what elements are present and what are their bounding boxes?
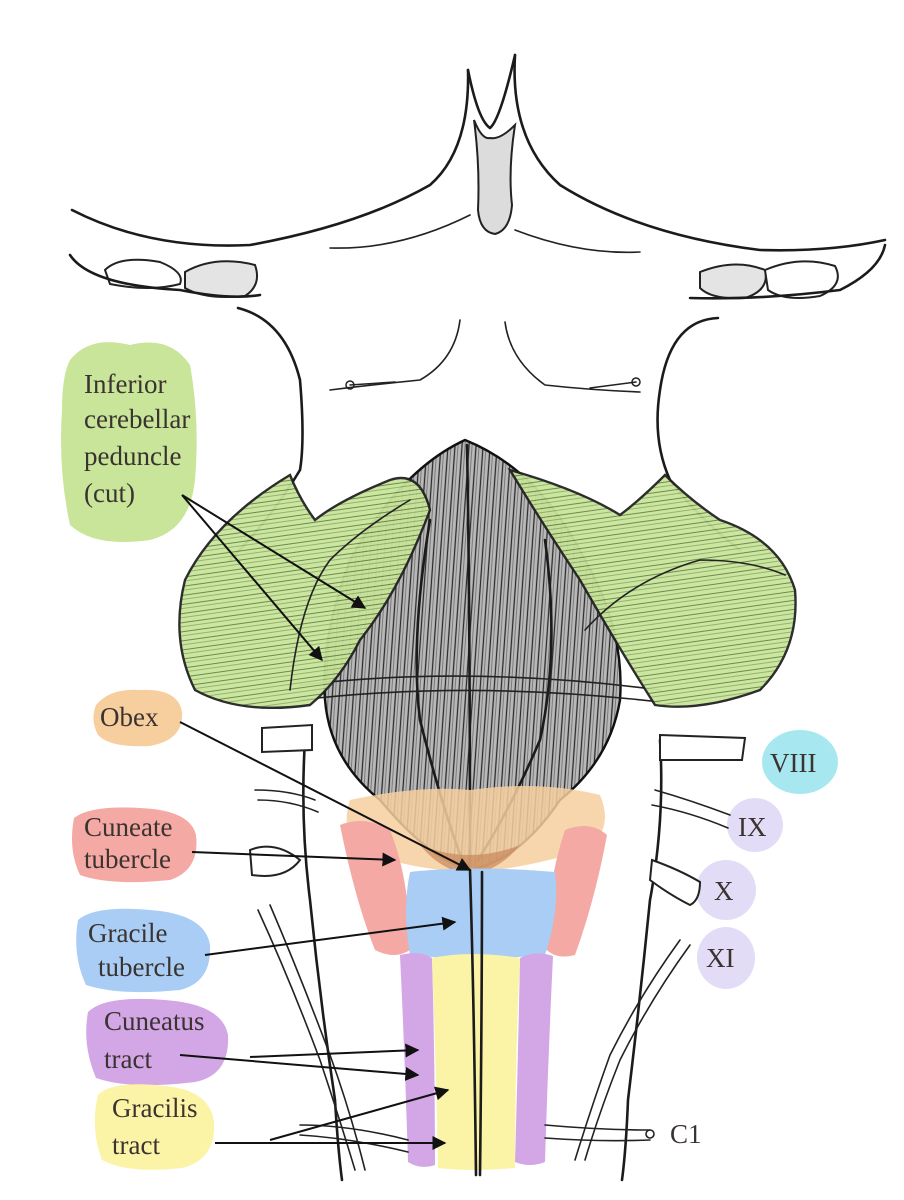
- gracilis-tract: [432, 954, 520, 1170]
- highlight-blobs: [61, 342, 838, 1170]
- trochlear-nerve-right: [631, 377, 641, 387]
- obex-label-orange-blob: [93, 689, 183, 747]
- cuneate-label-red-blob: [72, 807, 197, 883]
- gracilis-tract-arrow-1: [269, 1086, 450, 1141]
- peduncle-arrow-2: [181, 494, 323, 662]
- nerve-ix-left: [254, 789, 319, 813]
- nerve-viii-right: [659, 733, 747, 761]
- peduncle-arrow-1: [181, 494, 367, 609]
- peduncle-label-green-blob: [61, 342, 197, 543]
- peduncle-label-line-4: (cut): [84, 478, 135, 508]
- colliculus-left-1: [103, 258, 182, 289]
- gracile-label-line-2: tubercle: [98, 952, 185, 982]
- peduncle-label-line-2: cerebellar: [84, 404, 190, 434]
- peduncle-label-line-1: Inferior: [84, 369, 166, 399]
- nerve-x-label: X: [714, 876, 734, 906]
- cuneatus-label-line-2: tract: [104, 1044, 152, 1074]
- nerve-c1-right: [544, 1124, 651, 1142]
- nerve-xi-left: [257, 904, 366, 1171]
- gracilis-label-yellow-blob: [94, 1084, 215, 1170]
- thalamus-fold-left: [329, 214, 471, 249]
- nerve-ix-label: IX: [738, 812, 767, 842]
- ix-label-lavender-blob: [727, 798, 783, 852]
- right-cranial-nerves: [544, 733, 747, 1161]
- midbrain-lower-outline: [68, 243, 887, 300]
- brainstem-drawing: [68, 53, 887, 1182]
- nerve-c1-right-end: [645, 1129, 655, 1139]
- nerve-xi-label: XI: [706, 943, 735, 973]
- thalamus-fold-right: [514, 229, 641, 254]
- trochlear-nerve-left: [345, 380, 355, 390]
- xi-label-lavender-blob: [697, 927, 755, 989]
- gracilis-label-line-1: Gracilis: [112, 1093, 197, 1123]
- medulla-left-outline: [302, 738, 344, 1182]
- cuneate-tubercle-right: [545, 826, 607, 957]
- superior-peduncle-left: [329, 319, 461, 391]
- cuneatus-tract-left: [400, 953, 435, 1167]
- peduncle-right-cut-edge: [584, 559, 786, 631]
- obex-label: Obex: [100, 702, 159, 732]
- trochlear-stub-left: [349, 381, 396, 386]
- label-arrows: [179, 494, 472, 1150]
- gracile-label-line-1: Gracile: [88, 918, 167, 948]
- nerve-viii-label: VIII: [770, 748, 816, 778]
- x-label-lavender-blob: [696, 860, 756, 920]
- gracilis-label-line-2: tract: [112, 1130, 160, 1160]
- pineal-gland: [473, 119, 517, 236]
- inferior-cerebellar-peduncle-right: [507, 468, 797, 708]
- gracile-label-blue-blob: [76, 908, 211, 993]
- striae-medullares: [299, 675, 661, 703]
- nerve-c1-left: [299, 1124, 409, 1153]
- peduncle-label-line-3: peduncle: [84, 441, 181, 471]
- colliculus-right-1: [699, 263, 767, 300]
- cuneatus-tract-arrow-2: [179, 1054, 420, 1081]
- nerve-c1-label: C1: [670, 1119, 702, 1149]
- nerve-viii-left: [261, 723, 313, 754]
- superior-peduncle-right: [504, 321, 641, 393]
- obex-region: [346, 786, 605, 872]
- nerve-ix-right: [651, 789, 731, 829]
- viii-label-cyan-blob: [762, 730, 838, 794]
- nerve-x-left: [248, 845, 302, 877]
- gracile-tubercle-arrow: [204, 916, 457, 956]
- nerve-x-right: [648, 858, 702, 907]
- cuneatus-label-line-1: Cuneatus: [104, 1006, 205, 1036]
- cuneate-label-line-1: Cuneate: [84, 812, 172, 842]
- cuneatus-tract-arrow-1: [249, 1043, 420, 1058]
- cuneatus-label-purple-blob: [86, 998, 229, 1086]
- cuneate-label-line-2: tubercle: [84, 844, 171, 874]
- cuneate-tubercle-arrow: [191, 851, 397, 867]
- text-labels: Inferior cerebellar peduncle (cut) Obex …: [84, 369, 816, 1160]
- cerebrum-outline: [70, 53, 887, 252]
- trochlear-stub-right: [589, 381, 637, 389]
- pineal-region-outline: [466, 53, 517, 130]
- cuneatus-tract-right: [515, 953, 553, 1165]
- obex-arrow: [179, 721, 472, 871]
- peduncle-left-cut-edge: [289, 499, 411, 691]
- posterior-median-sulcus: [468, 868, 484, 1177]
